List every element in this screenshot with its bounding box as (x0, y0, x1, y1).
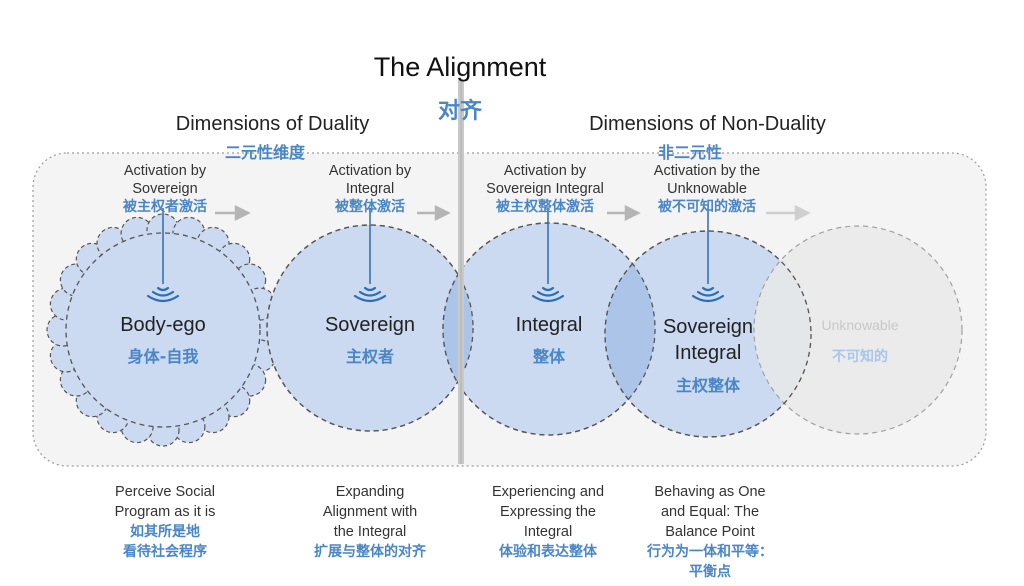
unknowable-circle (753, 225, 963, 435)
activation-label-integral: Activation by Integral 被整体激活 (328, 163, 412, 215)
signal-icons (146, 286, 725, 303)
sovereign-label-zh: 主权者 (345, 347, 394, 366)
description-sovereign-integral: Behaving as One and Equal: The Balance P… (647, 484, 773, 580)
sovereign-integral-label: Sovereign Integral (662, 316, 754, 364)
unknowable-label: Unknowable (821, 317, 899, 333)
non-duality-title-zh: 非二元性 (657, 143, 722, 162)
signal-icon-sovereign (353, 286, 387, 303)
signal-icon-sovereign-integral (691, 286, 725, 303)
integral-label: Integral (515, 314, 583, 336)
description-sovereign: Expanding Alignment with the Integral 扩展… (314, 484, 426, 560)
sovereign-integral-label-zh: 主权整体 (675, 376, 740, 395)
body-ego-circle (65, 232, 261, 428)
signal-icon-body-ego (146, 286, 180, 303)
diagram-title: The Alignment (373, 52, 547, 82)
integral-label-zh: 整体 (532, 347, 565, 366)
body-ego-label: Body-ego (120, 314, 206, 336)
body-ego-label-zh: 身体-自我 (127, 347, 199, 366)
duality-title: Dimensions of Duality (175, 113, 370, 135)
activation-label-sovereign-integral: Activation by Sovereign Integral 被主权整体激活 (486, 163, 604, 215)
non-duality-title: Dimensions of Non-Duality (589, 113, 826, 135)
diagram-title-zh: 对齐 (437, 99, 482, 124)
duality-title-zh: 二元性维度 (224, 143, 305, 162)
unknowable-label-zh: 不可知的 (832, 349, 888, 365)
description-body-ego: Perceive Social Program as it is 如其所是地 看… (114, 484, 216, 560)
signal-icon-integral (531, 286, 565, 303)
description-integral: Experiencing and Expressing the Integral… (491, 484, 605, 560)
activation-label-unknowable: Activation by the Unknowable 被不可知的激活 (653, 163, 761, 215)
activation-label-sovereign: Activation by Sovereign 被主权者激活 (123, 163, 207, 215)
sovereign-label: Sovereign (324, 314, 416, 336)
